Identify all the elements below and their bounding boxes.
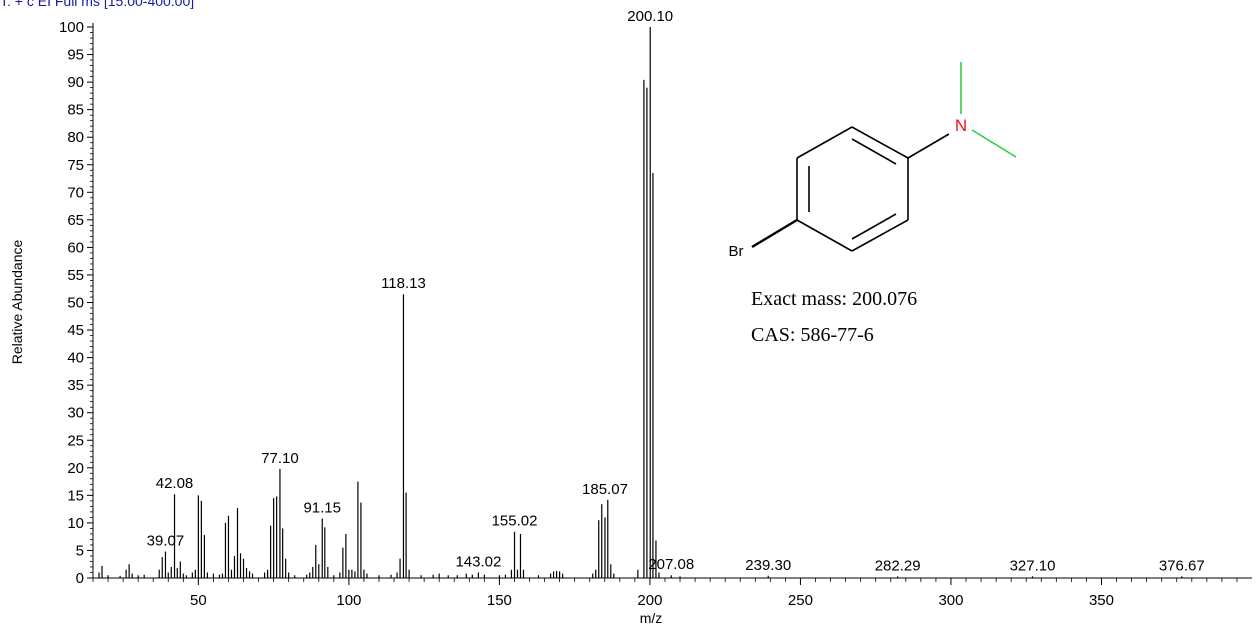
spectrum-peaks (98, 27, 1183, 578)
peak-label: 118.13 (381, 275, 426, 292)
methyl-bond-right (971, 129, 1017, 158)
y-tick-label: 75 (67, 157, 84, 174)
benzene-ring (796, 126, 909, 252)
ring-bond (796, 126, 853, 159)
peak-label: 239.30 (745, 557, 791, 574)
x-tick-label: 200 (637, 592, 662, 609)
y-tick-label: 95 (67, 47, 84, 64)
ring-double-bond (851, 138, 897, 165)
peak-label: 207.08 (648, 556, 694, 573)
y-tick-label: 15 (67, 487, 84, 504)
y-tick-label: 25 (67, 432, 84, 449)
scan-filter-header: T: + c EI Full ms [15.00-400.00] (0, 0, 195, 9)
x-tick-label: 300 (938, 592, 963, 609)
x-tick-label: 100 (336, 592, 361, 609)
peak-label: 143.02 (455, 553, 501, 570)
x-tick-label: 150 (487, 592, 512, 609)
ring-bond (851, 126, 909, 159)
y-tick-label: 70 (67, 184, 84, 201)
y-tick-label: 0 (76, 570, 84, 587)
y-tick-label: 5 (76, 542, 84, 559)
peak-label: 327.10 (1010, 557, 1056, 574)
chart-axes: 0 5 10 15 20 25 30 35 40 45 50 55 60 65 70 75 80 85 90 95 10… (59, 19, 1252, 609)
y-tick-label: 35 (67, 377, 84, 394)
peak-label: 39.07 (147, 533, 185, 550)
ring-bromine-bond (751, 218, 798, 249)
cas-number-text: CAS: 586-77-6 (751, 324, 874, 346)
ring-nitrogen-bond (907, 133, 950, 159)
peak-label: 42.08 (156, 475, 194, 492)
y-tick-label: 20 (67, 460, 84, 477)
ring-bond (851, 219, 909, 252)
molecule-structure: N Br (729, 62, 1017, 260)
peak-label: 376.67 (1159, 557, 1205, 574)
y-tick-label: 50 (67, 295, 84, 312)
peak-label: 155.02 (492, 513, 538, 530)
y-tick-label: 65 (67, 212, 84, 229)
y-tick-label: 85 (67, 102, 84, 119)
x-tick-label: 250 (788, 592, 813, 609)
x-axis-label: m/z (640, 610, 663, 626)
y-tick-label: 10 (67, 515, 84, 532)
nitrogen-atom-label: N (955, 116, 967, 135)
exact-mass-text: Exact mass: 200.076 (751, 288, 918, 310)
x-tick-label: 350 (1089, 592, 1114, 609)
y-tick-label: 30 (67, 405, 84, 422)
y-tick-label: 40 (67, 350, 84, 367)
y-axis-label: Relative Abundance (9, 240, 25, 365)
y-tick-label: 55 (67, 267, 84, 284)
y-tick-label: 45 (67, 322, 84, 339)
y-tick-label: 60 (67, 239, 84, 256)
y-tick-label: 80 (67, 129, 84, 146)
peak-label: 77.10 (261, 450, 299, 467)
y-tick-label: 100 (59, 19, 84, 36)
peak-labels: 39.07 42.08 77.10 91.15 118.13 143.02 155.02 18… (147, 8, 1205, 574)
ring-bond (796, 219, 853, 252)
ring-double-bond (851, 213, 897, 240)
peak-label: 200.10 (627, 8, 673, 25)
y-tick-label: 90 (67, 74, 84, 91)
peak-label: 91.15 (303, 499, 341, 516)
bromine-atom-label: Br (729, 243, 744, 260)
peak-label: 282.29 (875, 557, 921, 574)
x-tick-label: 50 (190, 592, 207, 609)
peak-label: 185.07 (582, 481, 628, 498)
